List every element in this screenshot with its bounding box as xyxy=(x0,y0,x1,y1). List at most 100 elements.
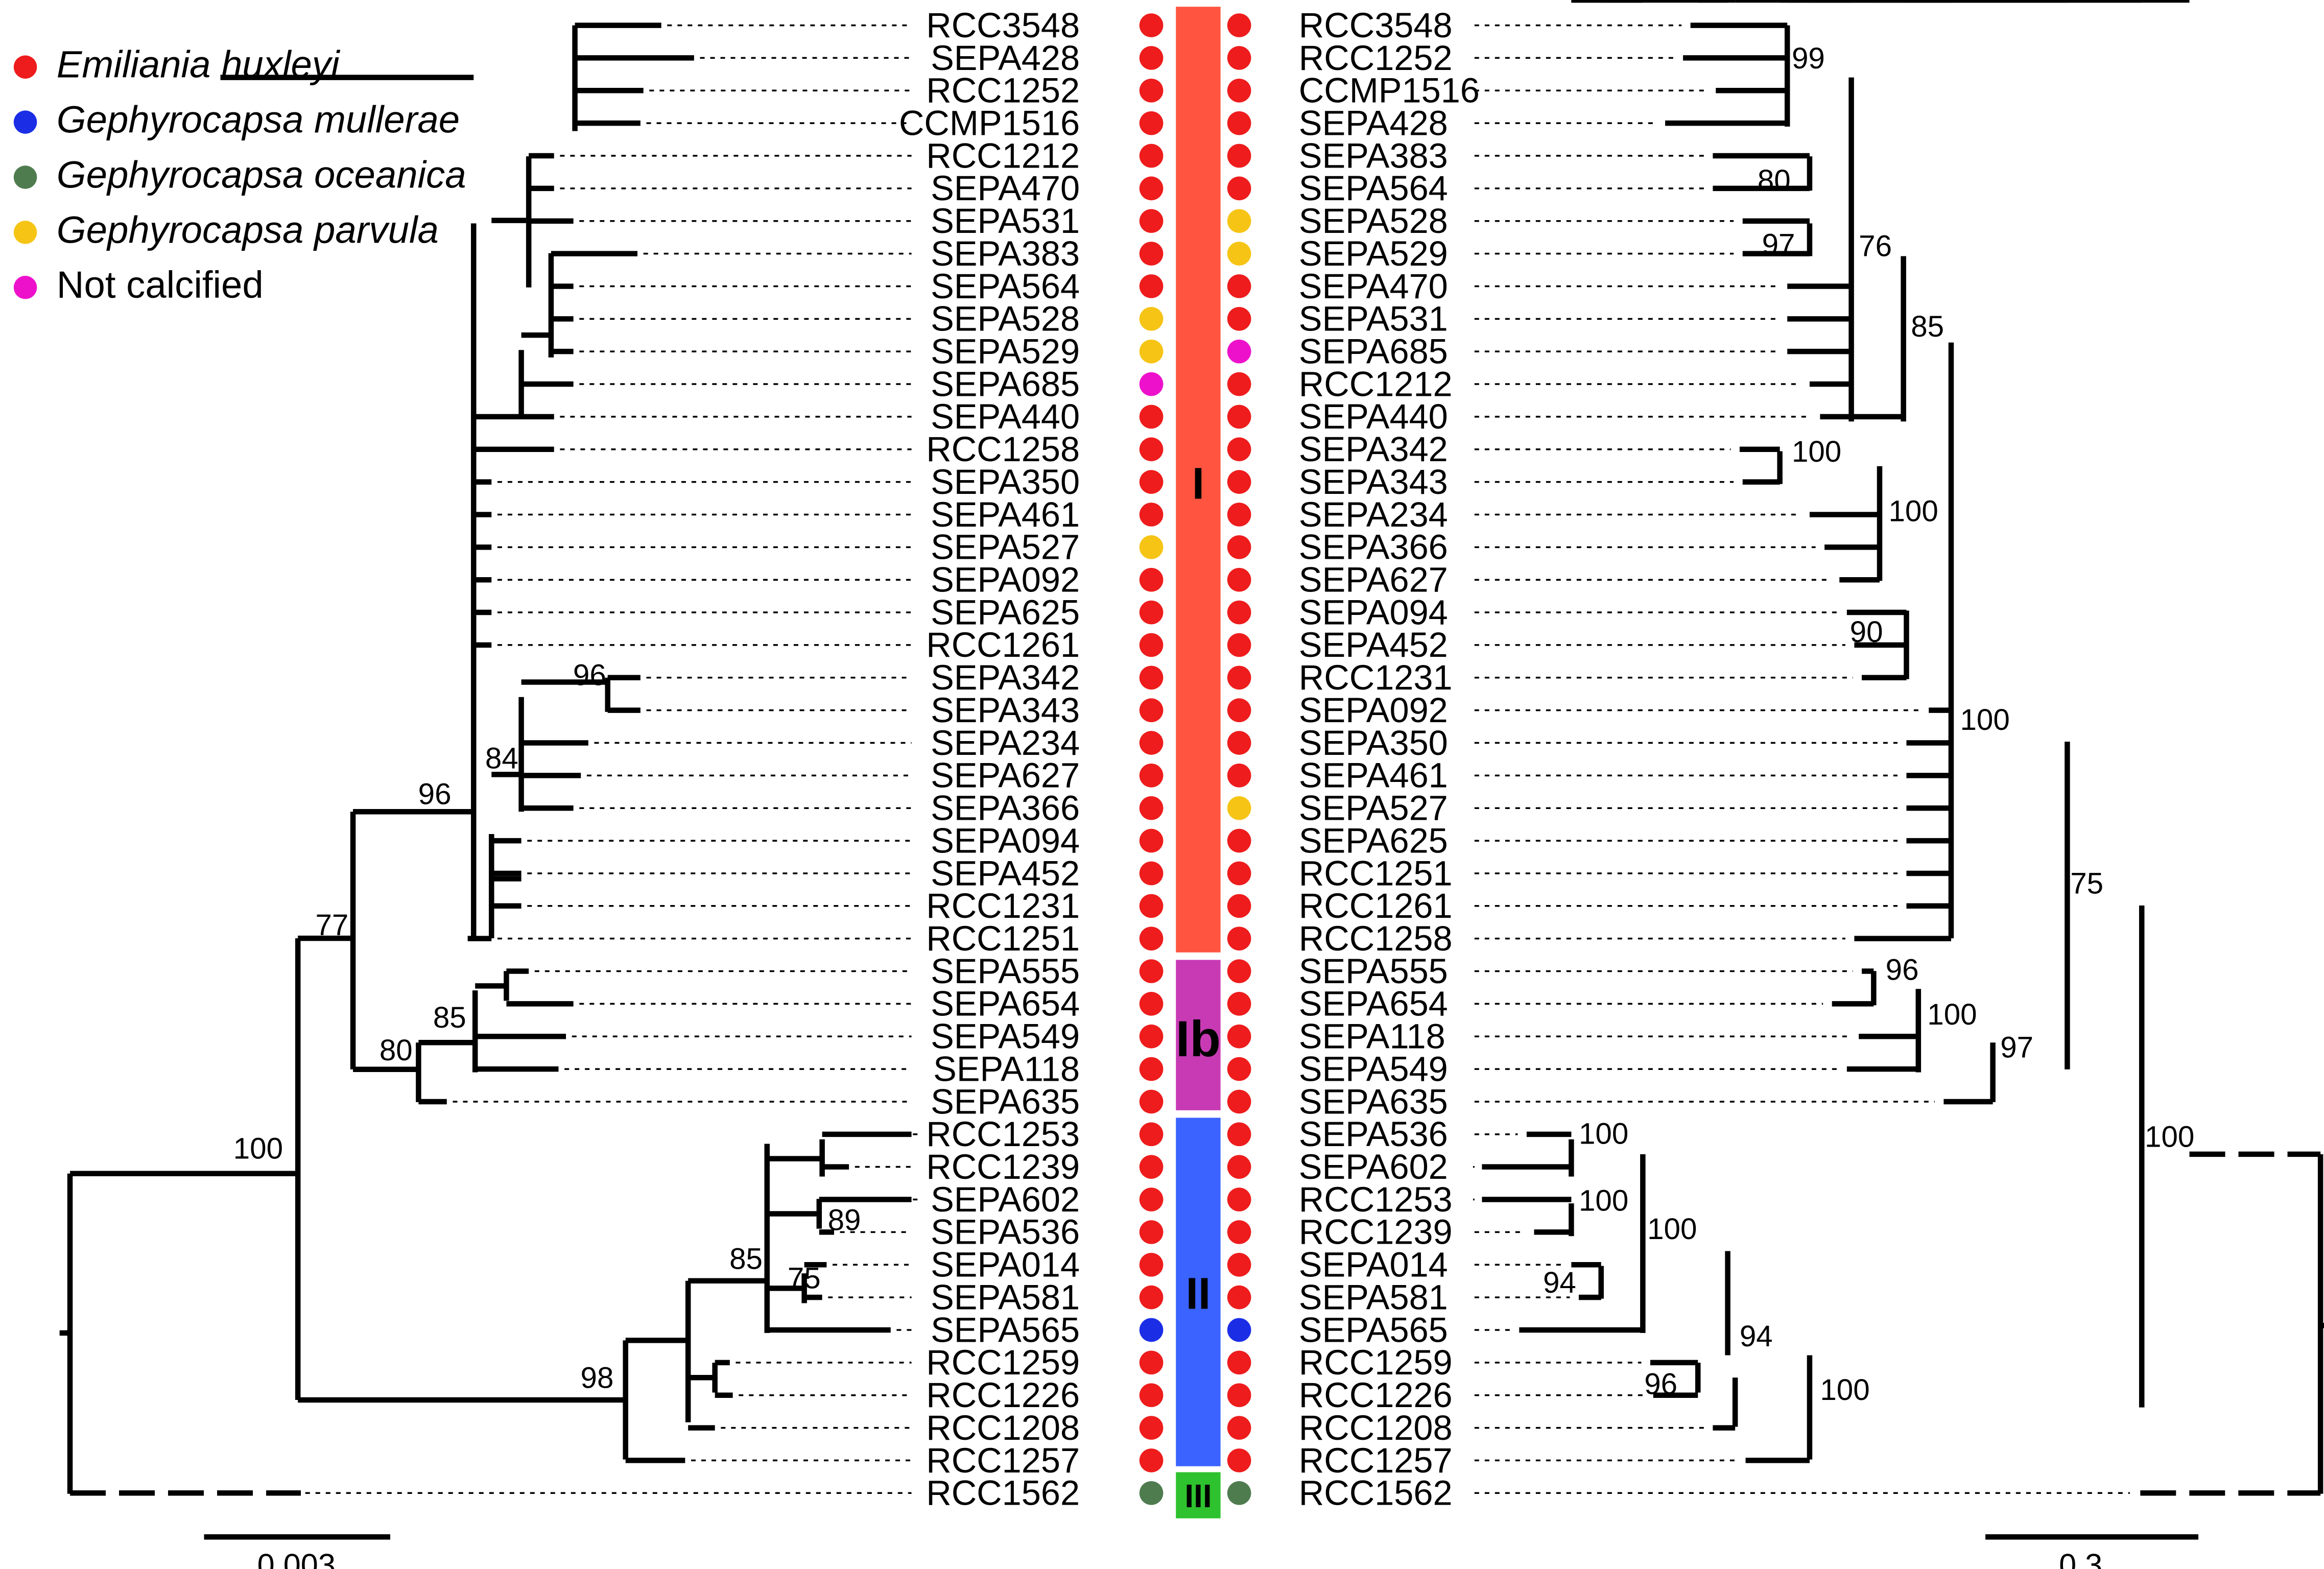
species-dot xyxy=(1139,665,1164,690)
species-dot xyxy=(1139,1155,1164,1179)
taxon-label: SEPA092 xyxy=(1299,691,1448,730)
species-dot xyxy=(1139,503,1164,527)
species-dot xyxy=(1139,926,1164,950)
taxon-label: SEPA428 xyxy=(931,38,1080,78)
taxon-label: CCMP1516 xyxy=(1299,71,1480,110)
species-dot xyxy=(1227,1089,1251,1114)
species-dot xyxy=(1139,698,1164,722)
species-dot xyxy=(1139,1220,1164,1244)
left-species-dots xyxy=(1139,13,1164,1505)
species-dot xyxy=(1227,1383,1251,1408)
species-dot xyxy=(1227,339,1251,364)
species-dot xyxy=(1139,567,1164,592)
species-dot xyxy=(1227,600,1251,625)
bootstrap-label: 100 xyxy=(1888,495,1938,528)
bootstrap-label: 97 xyxy=(1762,228,1795,262)
taxon-label: RCC1251 xyxy=(1299,853,1453,893)
species-dot xyxy=(1139,764,1164,788)
clade-band xyxy=(1174,958,1222,1112)
scale-bar-label: 0.003 xyxy=(257,1548,336,1569)
species-dot xyxy=(1227,535,1251,559)
species-dot xyxy=(1227,731,1251,755)
taxon-label: RCC1258 xyxy=(926,430,1080,469)
taxon-label: RCC3548 xyxy=(926,6,1080,45)
bootstrap-label: 100 xyxy=(1820,1373,1869,1407)
taxon-label: SEPA581 xyxy=(931,1277,1080,1317)
taxon-label: SEPA564 xyxy=(1299,169,1448,208)
taxon-label: SEPA440 xyxy=(931,397,1080,436)
taxon-label: SEPA461 xyxy=(931,495,1080,534)
taxon-label: RCC1226 xyxy=(1299,1375,1453,1415)
taxon-label: SEPA529 xyxy=(1299,234,1448,273)
species-dot xyxy=(1139,828,1164,853)
taxon-label: RCC1239 xyxy=(926,1147,1080,1186)
taxon-label: SEPA625 xyxy=(931,592,1080,632)
species-dot xyxy=(1227,698,1251,722)
taxon-label: RCC1258 xyxy=(1299,919,1453,958)
legend-swatch xyxy=(13,165,37,189)
species-dot xyxy=(1139,111,1164,135)
species-dot xyxy=(1227,567,1251,592)
taxon-label: RCC1252 xyxy=(1299,38,1453,78)
bootstrap-label: 100 xyxy=(233,1132,283,1166)
species-dot xyxy=(1227,437,1251,462)
taxon-label: CCMP1516 xyxy=(899,103,1080,142)
taxon-label: SEPA527 xyxy=(931,528,1080,567)
taxon-label: SEPA528 xyxy=(931,299,1080,339)
taxon-label: SEPA440 xyxy=(1299,397,1448,436)
species-dot xyxy=(1227,926,1251,950)
species-dot xyxy=(1227,1350,1251,1375)
taxon-label: SEPA555 xyxy=(1299,952,1448,991)
species-dot xyxy=(1139,274,1164,298)
species-dot xyxy=(1227,503,1251,527)
taxon-label: RCC1239 xyxy=(1299,1213,1453,1252)
species-dot xyxy=(1139,306,1164,331)
taxon-label: SEPA581 xyxy=(1299,1277,1448,1317)
species-dot xyxy=(1227,470,1251,494)
species-dot xyxy=(1139,731,1164,755)
species-dot xyxy=(1139,1122,1164,1147)
bootstrap-label: 80 xyxy=(380,1034,413,1067)
bootstrap-label: 96 xyxy=(1644,1367,1677,1400)
taxon-label: RCC1252 xyxy=(926,71,1080,110)
species-dot xyxy=(1227,1252,1251,1277)
bootstrap-label: 98 xyxy=(581,1362,614,1395)
taxon-label: RCC1261 xyxy=(1299,886,1453,925)
taxon-label: SEPA383 xyxy=(931,234,1080,273)
taxon-label: SEPA528 xyxy=(1299,201,1448,241)
species-dot xyxy=(1139,176,1164,201)
bootstrap-label: 85 xyxy=(729,1242,763,1275)
taxon-label: SEPA343 xyxy=(1299,462,1448,502)
species-dot xyxy=(1139,78,1164,103)
bootstrap-label: 100 xyxy=(1960,703,2009,736)
species-dot xyxy=(1227,665,1251,690)
taxon-label: SEPA654 xyxy=(1299,984,1448,1024)
species-dot xyxy=(1139,600,1164,625)
taxon-label: SEPA602 xyxy=(1299,1147,1448,1186)
species-dot xyxy=(1227,144,1251,168)
bootstrap-label: 89 xyxy=(828,1204,861,1237)
taxon-label: SEPA452 xyxy=(931,853,1080,893)
left-tree: 96849677858010089758598RCC3548SEPA428RCC… xyxy=(65,6,1080,1569)
species-dot xyxy=(1139,209,1164,233)
taxon-label: SEPA461 xyxy=(1299,756,1448,795)
taxon-label: SEPA529 xyxy=(931,332,1080,371)
taxon-label: RCC1226 xyxy=(926,1375,1080,1415)
bootstrap-label: 100 xyxy=(1579,1117,1628,1150)
taxon-label: SEPA549 xyxy=(931,1017,1080,1056)
species-dot xyxy=(1139,1024,1164,1049)
species-dot xyxy=(1139,1383,1164,1408)
taxon-label: SEPA602 xyxy=(931,1180,1080,1219)
clade-band xyxy=(1174,5,1222,954)
taxon-label: SEPA654 xyxy=(931,984,1080,1024)
species-dot xyxy=(1139,959,1164,983)
taxon-label: RCC1562 xyxy=(926,1473,1080,1513)
taxon-label: SEPA092 xyxy=(931,560,1080,600)
legend-swatch xyxy=(13,55,37,79)
species-dot xyxy=(1139,1318,1164,1342)
taxon-label: RCC1208 xyxy=(1299,1408,1453,1447)
species-dot xyxy=(1227,1220,1251,1244)
taxon-label: SEPA627 xyxy=(931,756,1080,795)
taxon-label: SEPA094 xyxy=(931,821,1080,860)
